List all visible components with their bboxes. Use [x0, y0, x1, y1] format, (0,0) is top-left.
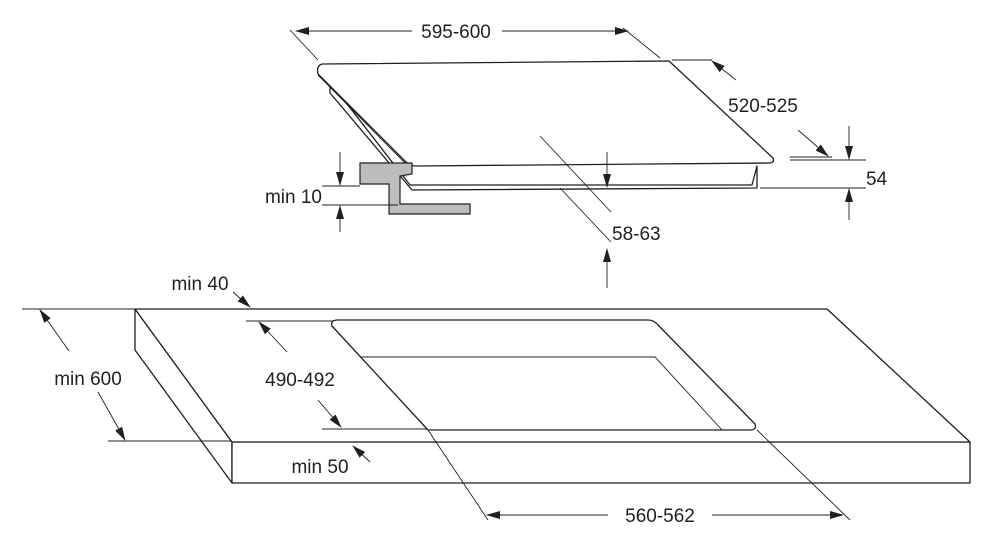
- label-hob-thickness: 54: [866, 169, 888, 190]
- hob-glass-edge: [317, 74, 407, 165]
- label-min-worktop-depth: min 600: [54, 369, 122, 390]
- dimension-min-back-margin: min 40: [171, 274, 251, 308]
- hob-body: [329, 81, 758, 191]
- label-hob-depth: 520-525: [728, 96, 798, 117]
- label-cutout-width: 560-562: [625, 506, 695, 527]
- label-hob-width: 595-600: [421, 22, 491, 43]
- dimension-below-clearance: 58-63: [539, 135, 661, 288]
- dimension-min-worktop-thickness: min 10: [265, 152, 398, 232]
- dimension-cutout-width: 560-562: [427, 429, 851, 527]
- dimension-hob-thickness: 54: [760, 126, 888, 220]
- hob-glass-top: [316, 60, 775, 167]
- dimension-cutout-depth: 490-492: [246, 320, 428, 430]
- label-min-back-margin: min 40: [171, 274, 228, 295]
- label-min-worktop-thickness: min 10: [265, 187, 322, 208]
- mounting-bracket: [359, 162, 471, 215]
- label-below-clearance: 58-63: [612, 224, 661, 245]
- worktop-cutout: [330, 319, 757, 431]
- dimension-min-front-margin: min 50: [291, 445, 371, 478]
- dimension-hob-depth: 520-525: [672, 59, 832, 158]
- label-cutout-depth: 490-492: [265, 370, 335, 391]
- dimension-min-worktop-depth: min 600: [22, 308, 232, 442]
- dimension-hob-width: 595-600: [289, 22, 661, 61]
- worktop: [134, 308, 971, 484]
- label-min-front-margin: min 50: [291, 457, 348, 478]
- cutout-inner-edge: [360, 356, 723, 431]
